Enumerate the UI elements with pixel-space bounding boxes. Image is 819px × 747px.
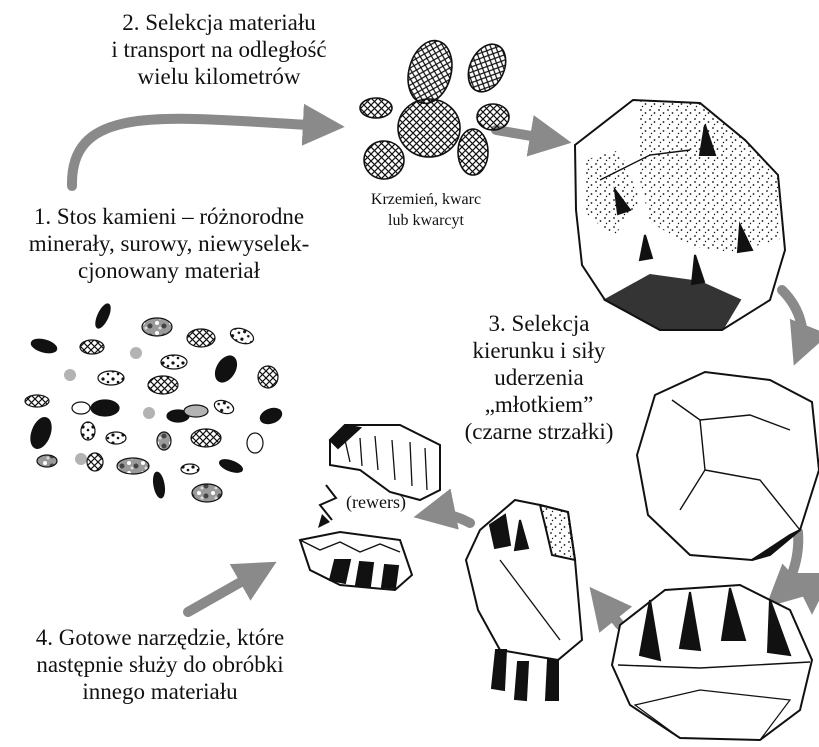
label-step-3-line: 3. Selekcja [444,310,634,337]
stone [27,415,55,451]
arrow-core-to-second-stone [782,290,803,350]
arrow-blade-to-tool [430,513,470,523]
arrow-pile-to-pebbles [72,119,328,186]
stone [142,318,172,336]
blade-flake [466,500,582,700]
stone [117,458,149,474]
hammer-mark [515,662,528,700]
finished-tool-scar [356,562,373,586]
stone [80,340,104,354]
label-step-4: 4. Gotowe narzędzie, które następnie słu… [10,624,310,705]
label-step-4-line: następnie służy do obróbki [10,651,310,678]
stone [152,471,166,498]
label-step-1-line: minerały, surowy, niewyselek- [0,230,338,257]
stone [148,376,178,394]
stone [157,432,171,450]
label-flint-quartz-line: Krzemień, kwarc [356,189,496,210]
pebble [364,141,404,179]
stone [91,400,119,416]
label-step-1: 1. Stos kamieni – różnorodne minerały, s… [0,203,338,284]
label-step-3-line: „młotkiem” [444,391,634,418]
stone [161,355,187,369]
stone [258,406,283,427]
selected-pebbles [360,36,513,179]
raw-stone-pile [25,302,284,502]
pebble [398,99,460,157]
stone [64,369,76,381]
stone [87,453,103,471]
label-step-1-line: 1. Stos kamieni – różnorodne [0,203,338,230]
finished-tool-scar [382,565,398,588]
hammer-mark [492,650,506,690]
pebble [360,98,392,118]
stone [228,325,255,346]
stone [72,402,90,414]
label-flint-quartz-line: lub kwarcyt [356,210,496,231]
label-step-3-line: kierunku i siły [444,337,634,364]
pebble [401,36,458,109]
stone [211,352,241,385]
stone [93,302,113,330]
hammer-mark [546,660,558,700]
core-stone [575,100,785,330]
pebble [461,38,513,98]
stone [143,407,155,419]
flaked-stone-outline [637,372,819,560]
pebble [477,104,509,130]
label-step-4-line: 4. Gotowe narzędzie, które [10,624,310,651]
arrow-label-to-tool [188,570,262,612]
stone [258,366,278,388]
finished-tool [300,532,412,590]
label-flint-quartz: Krzemień, kwarc lub kwarcyt [356,189,496,231]
stone [25,395,49,407]
striated-stone-outline [612,585,812,740]
stone [81,422,95,440]
label-step-2-line: wielu kilometrów [84,63,354,90]
arrow-third-to-blade [600,600,620,625]
flaked-stone [637,372,819,560]
stone [247,433,263,453]
stone [37,455,57,467]
stone [191,429,221,447]
label-step-2-line: i transport na odległość [84,36,354,63]
label-step-3-line: (czarne strzałki) [444,418,634,445]
label-step-4-line: innego materiału [10,678,310,705]
stone [184,405,208,417]
label-reverse: (rewers) [336,492,416,512]
stone [218,457,244,475]
label-step-2: 2. Selekcja materiału i transport na odl… [84,9,354,90]
label-step-1-line: cjonowany materiał [0,257,338,284]
stone [30,337,58,355]
arrow-pebbles-to-core [496,130,555,140]
tool-reverse [330,425,440,500]
stone [187,329,215,347]
pebble [458,129,488,175]
label-step-3-line: uderzenia [444,364,634,391]
stone [106,432,126,444]
label-step-3: 3. Selekcja kierunku i siły uderzenia „m… [444,310,634,445]
stone [213,398,236,416]
stone [130,347,142,359]
label-step-2-line: 2. Selekcja materiału [84,9,354,36]
stone [75,453,87,465]
stone [192,484,222,502]
striated-stone [612,585,812,740]
stone [98,371,124,385]
stone [181,464,199,474]
